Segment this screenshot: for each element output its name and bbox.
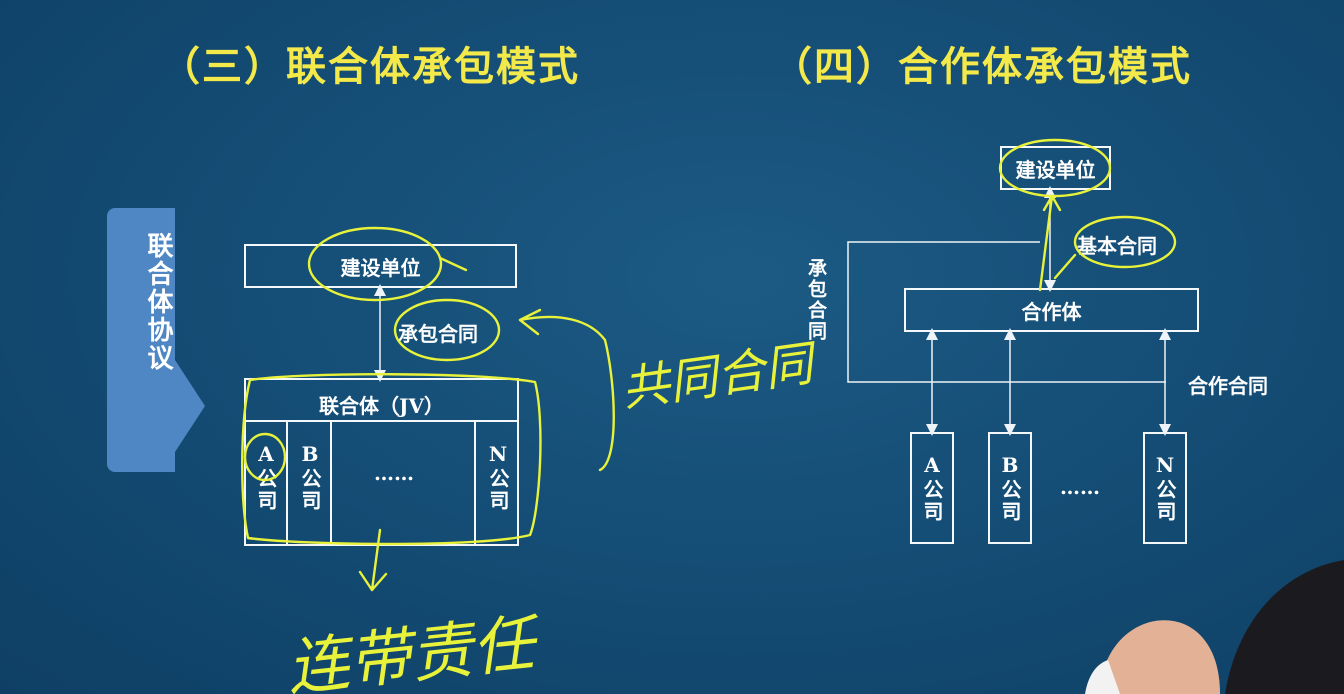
ink-text-joint-liability: 连带责任 (283, 606, 544, 694)
right-ellipsis: …… (1060, 475, 1100, 499)
ink-circle-basic (1073, 215, 1177, 269)
left-company-b: B公司 (298, 442, 322, 512)
ink-tick-left-owner (438, 256, 468, 272)
right-owner-label: 建设单位 (1015, 157, 1096, 182)
jv-agreement-label: 联合体协议 (143, 232, 173, 372)
contract-vertical-label: 承包合同 (805, 258, 827, 342)
left-title: （三）联合体承包模式 (160, 44, 580, 90)
coop-contract-label: 合作合同 (1188, 374, 1268, 398)
left-owner-label: 建设单位 (340, 255, 421, 280)
jv-col-a (244, 420, 288, 544)
ink-arrow-down (358, 528, 388, 592)
left-ellipsis: …… (374, 461, 414, 485)
ink-circle-right-owner (998, 138, 1112, 198)
jv-header-divider (244, 420, 519, 422)
presenter-cuff (1085, 660, 1120, 694)
basic-contract-label: 基本合同 (1077, 234, 1157, 258)
ink-circle-contract (393, 298, 501, 362)
jv-agreement-tab: 联合体协议 (107, 208, 205, 472)
ink-arrow-contract (518, 308, 615, 472)
right-company-n: N公司 (1153, 453, 1177, 523)
ink-arrow-right-owner (1038, 194, 1062, 292)
contract-bracket (847, 241, 1166, 383)
left-contract-label: 承包合同 (398, 322, 478, 346)
presenter-hand (1100, 620, 1220, 694)
coop-label: 合作体 (1021, 299, 1082, 324)
jv-col-mid (332, 420, 476, 544)
ink-text-joint-contract: 共同合同 (618, 335, 822, 418)
ink-circle-a (243, 432, 287, 482)
right-company-b: B公司 (998, 453, 1022, 523)
left-company-n: N公司 (486, 442, 510, 512)
right-title: （四）合作体承包模式 (772, 44, 1192, 90)
presenter-shoulder (1225, 560, 1344, 694)
jv-label: 联合体（JV） (319, 394, 444, 418)
ink-circle-left-owner (307, 226, 443, 302)
right-company-a: A公司 (920, 453, 944, 523)
jv-col-b (288, 420, 332, 544)
ink-jv-outline (241, 373, 542, 546)
ink-link-basic (1053, 253, 1077, 280)
right-company-b-box: B公司 (988, 432, 1032, 544)
